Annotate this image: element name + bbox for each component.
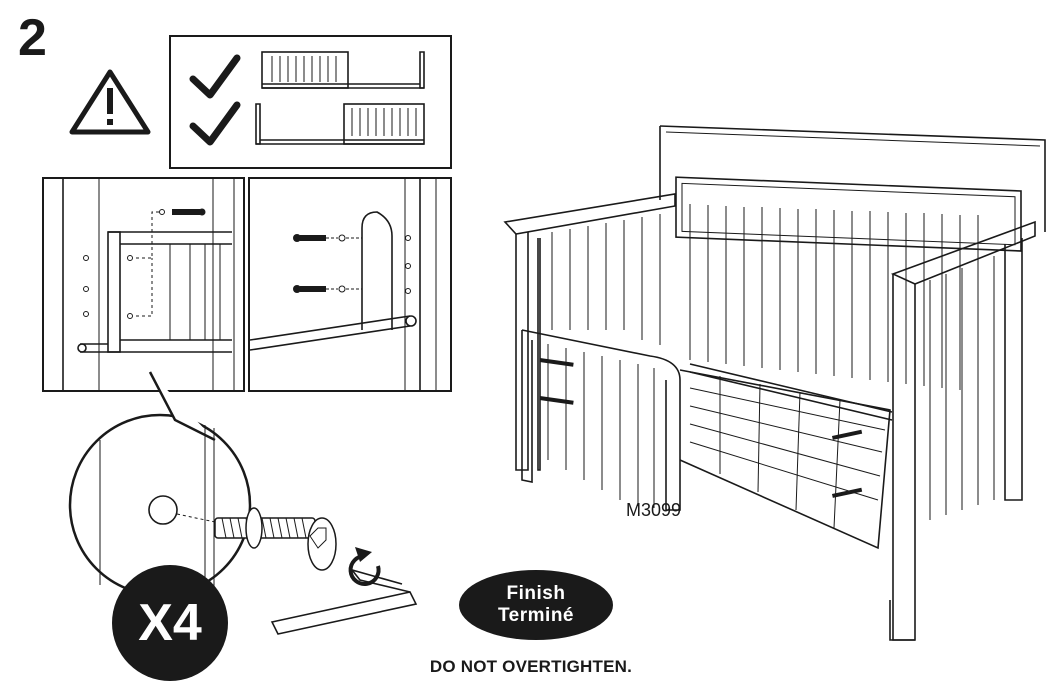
rail-diagram-top xyxy=(261,51,425,89)
step-number: 2 xyxy=(18,9,47,67)
allen-key-icon xyxy=(270,591,418,635)
rotate-arrow-icon xyxy=(348,553,381,586)
finish-label-en: Finish xyxy=(506,583,566,605)
model-label: M3099 xyxy=(626,500,682,520)
checkmark-icon xyxy=(189,54,241,99)
quantity-badge: X4 xyxy=(112,565,228,681)
quantity-label: X4 xyxy=(138,594,202,652)
magnified-detail xyxy=(68,371,252,597)
orientation-box xyxy=(169,35,452,169)
finish-label-fr: Terminé xyxy=(497,605,574,626)
checkmark-icon xyxy=(189,101,241,146)
toddler-bed-drawing xyxy=(503,125,1046,641)
finish-badge: Finish Terminé xyxy=(459,570,613,640)
detail-panel-right xyxy=(248,177,452,392)
overtighten-warning: DO NOT OVERTIGHTEN. xyxy=(429,657,633,676)
bolt-detail xyxy=(214,507,418,635)
detail-panel-left xyxy=(42,177,245,392)
rail-diagram-bottom xyxy=(255,103,425,145)
warning-triangle-icon xyxy=(69,69,151,135)
